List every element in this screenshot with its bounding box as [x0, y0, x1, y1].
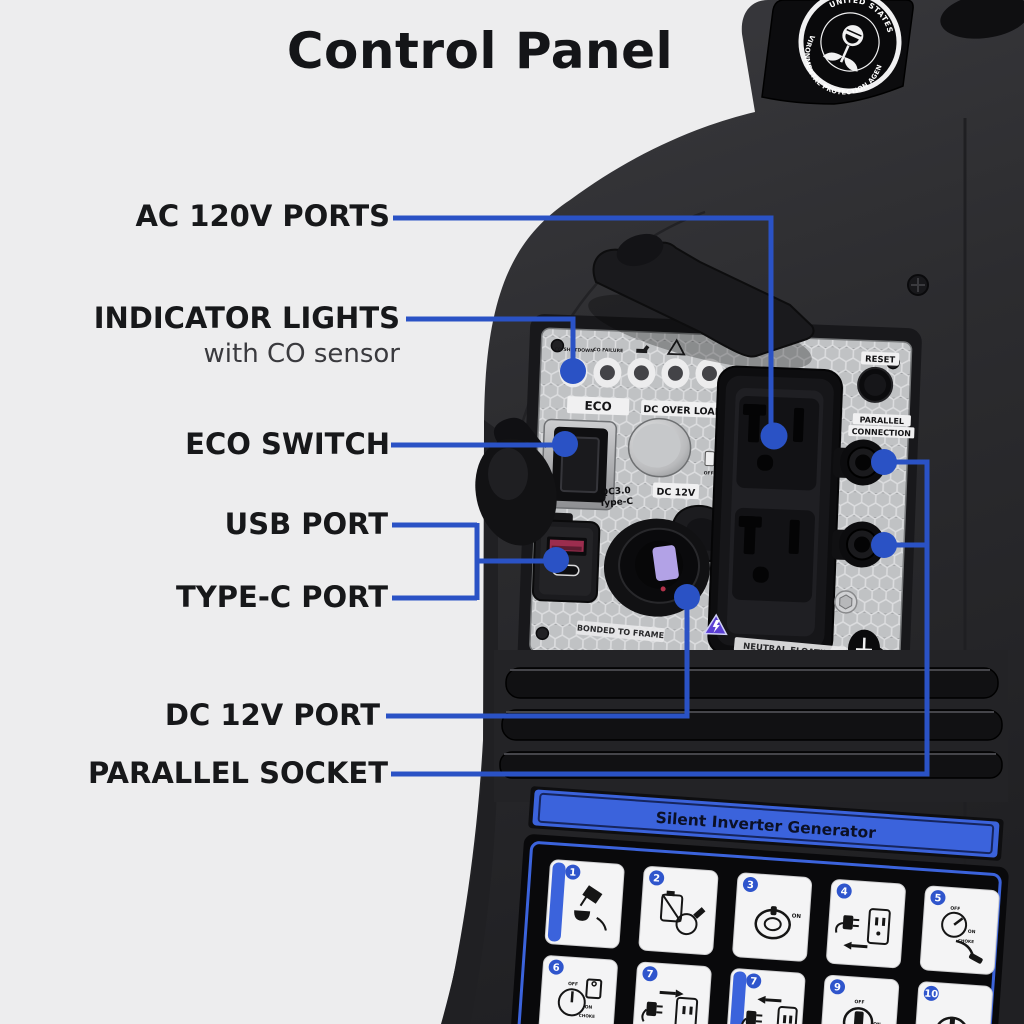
run-position-dial-icon: OFF ON CHOKE	[557, 978, 603, 1019]
control-knob-icon	[935, 1016, 968, 1024]
instruction-card-5: 5 OFF ON CHOKE	[919, 885, 1000, 975]
svg-text:ON: ON	[791, 913, 801, 920]
control-panel: CO SHUTDOWN CO FAILURE ECO DC OVER LOAD	[517, 314, 922, 680]
switch-choke-icon: OFF ON CHOKE	[842, 999, 881, 1024]
svg-text:CHOKE: CHOKE	[579, 1013, 596, 1019]
callout-label-eco-switch: ECO SWITCH	[185, 427, 390, 461]
choke-pull-start-icon: OFF ON CHOKE	[941, 905, 983, 964]
unplug-before-start-icon	[835, 908, 891, 950]
callout-dot-indicator-lights	[560, 358, 586, 384]
instruction-card-6: 6 OFF ON CHOKE	[538, 955, 618, 1024]
callout-label-usb-port: USB PORT	[224, 507, 388, 541]
instruction-card-3: 3 ON	[732, 872, 813, 962]
off-mini-label: OFF	[704, 470, 714, 476]
socket-interior	[652, 545, 679, 581]
callout-dot-eco-switch	[552, 431, 578, 457]
page-title: Control Panel	[286, 22, 674, 80]
handle-hole	[940, 0, 1024, 39]
ac-outlet	[707, 365, 843, 659]
callout-label-type-c-port: TYPE-C PORT	[176, 580, 388, 614]
svg-text:1: 1	[569, 867, 577, 878]
instruction-panel: 1 2 3	[510, 834, 1009, 1024]
epa-flower-icon	[822, 25, 864, 72]
hex-bolt	[834, 590, 858, 614]
add-oil-icon	[574, 885, 607, 931]
callout-line-indicator-lights	[406, 316, 576, 364]
model-band: Silent Inverter Generator	[528, 786, 1004, 861]
svg-text:4: 4	[840, 886, 848, 897]
warning-triangle-icon	[666, 338, 686, 356]
callout-line-usb-type-c	[392, 522, 549, 601]
vent-grille	[494, 650, 1008, 802]
parallel-socket-1	[832, 439, 887, 486]
instruction-card-4: 4	[826, 879, 906, 969]
svg-text:OFF: OFF	[950, 905, 960, 912]
instruction-card-8: 7	[725, 968, 806, 1024]
parallel-label-line1: PARALLEL	[859, 415, 904, 426]
svg-text:7: 7	[750, 976, 758, 987]
svg-text:OFF: OFF	[568, 981, 578, 988]
bonded-label-group: BONDED TO FRAME	[576, 620, 665, 643]
dc-12v-label: DC 12V	[656, 487, 696, 500]
svg-text:CHOKE: CHOKE	[958, 938, 975, 944]
ac-receptacle-bottom	[732, 507, 815, 603]
callout-dot-usb-type-c	[543, 547, 569, 573]
svg-text:OFF: OFF	[854, 999, 864, 1006]
svg-text:ON: ON	[584, 1004, 592, 1011]
parallel-label-line2: CONNECTION	[851, 427, 911, 438]
indicator-label-co-failure: CO FAILURE	[593, 347, 623, 354]
add-fuel-icon	[659, 890, 706, 936]
callout-dots	[543, 358, 897, 610]
dc-12v-label-box	[652, 482, 700, 500]
svg-text:10: 10	[924, 988, 939, 1000]
callout-dot-parallel-2	[871, 532, 897, 558]
callout-label-parallel-socket: PARALLEL SOCKET	[87, 756, 388, 790]
instruction-card-1: 1	[544, 859, 625, 949]
reset-button: RESET	[857, 351, 900, 403]
turn-knob-on-icon: ON	[754, 906, 802, 940]
dc-overload-button: DC OVER LOAD OFF	[627, 400, 726, 478]
usb-spec-text: QC3.0 Type-C	[599, 486, 634, 509]
svg-text:3: 3	[746, 880, 754, 891]
body-screw	[907, 274, 929, 296]
callout-lines	[386, 215, 930, 777]
callout-dot-ac-ports	[760, 422, 788, 450]
callout-label-indicator-lights: INDICATOR LIGHTS	[93, 301, 400, 335]
callout-line-dc-12v	[386, 602, 690, 719]
oil-can-icon	[636, 345, 650, 354]
callout-label-ac-120v-ports: AC 120V PORTS	[135, 199, 390, 233]
instruction-card-10: 10	[913, 981, 993, 1024]
callout-dot-dc-12v	[674, 584, 700, 610]
svg-text:QC3.0: QC3.0	[600, 486, 631, 498]
epa-badge-panel: UNITED STATES ENVIRONMENTAL PROTECTION A…	[761, 0, 914, 110]
instruction-card-9: 9 OFF ON CHOKE	[819, 974, 900, 1024]
svg-text:ON: ON	[873, 1021, 881, 1024]
electric-warning-icon	[703, 613, 728, 636]
svg-text:ON: ON	[968, 929, 976, 936]
callout-label-dc-12v-port: DC 12V PORT	[164, 698, 380, 732]
svg-text:7: 7	[646, 969, 654, 980]
instruction-card-2: 2	[638, 866, 719, 955]
svg-text:9: 9	[834, 982, 842, 993]
svg-text:Type-C: Type-C	[599, 497, 634, 509]
reset-label: RESET	[865, 355, 896, 366]
callout-dot-parallel-1	[871, 449, 897, 475]
eco-label: ECO	[584, 399, 612, 414]
cover-latch	[475, 417, 557, 546]
plug-in-icon	[641, 989, 699, 1024]
instruction-card-7: 7	[631, 961, 712, 1024]
svg-text:2: 2	[653, 873, 661, 884]
svg-text:5: 5	[934, 893, 942, 904]
callout-line-ac-ports	[393, 215, 774, 430]
svg-text:6: 6	[552, 963, 560, 974]
outlet-flip-cover	[588, 233, 815, 370]
dc-over-load-label: DC OVER LOAD	[643, 404, 723, 418]
callout-sublabel-co-sensor: with CO sensor	[203, 339, 400, 369]
